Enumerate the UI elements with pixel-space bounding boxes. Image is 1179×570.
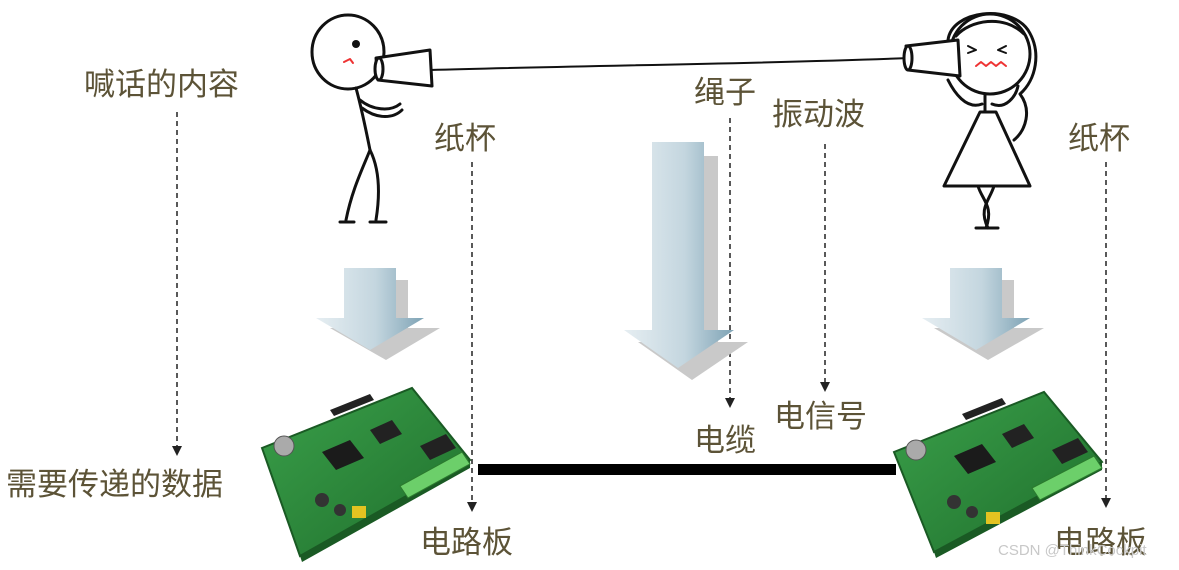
arrowhead-paper-cup-right bbox=[1101, 498, 1111, 508]
pointer-lines bbox=[176, 112, 1107, 502]
label-data-to-transmit: 需要传递的数据 bbox=[6, 467, 223, 503]
arrowhead-spoken-content bbox=[172, 446, 182, 456]
pcb-right-battery bbox=[905, 439, 927, 461]
label-spoken-content: 喊话的内容 bbox=[84, 67, 239, 103]
boy-leg-left bbox=[344, 148, 372, 222]
girl-bangs bbox=[954, 19, 1026, 38]
boy-leg-right bbox=[368, 148, 380, 222]
rope-line bbox=[429, 57, 911, 71]
girl-arm-right bbox=[990, 84, 1020, 107]
boy-torso bbox=[354, 86, 372, 152]
label-circuit-board-right: 电路板 bbox=[1054, 525, 1147, 561]
arrowhead-rope bbox=[725, 398, 735, 408]
girl-eye-right bbox=[997, 45, 1007, 54]
pcb-right-yellow-part bbox=[986, 512, 1000, 524]
boy-arm-back bbox=[360, 106, 404, 118]
boy-cup-rim bbox=[373, 56, 385, 82]
pcb-right-capacitor-1 bbox=[947, 495, 961, 509]
girl-head bbox=[948, 12, 1032, 96]
block-arrow-right-body bbox=[922, 268, 1030, 350]
pcb-left-battery bbox=[273, 435, 295, 457]
cable-line bbox=[478, 464, 896, 475]
block-arrow-right bbox=[922, 268, 1044, 360]
boy-cheek bbox=[343, 58, 354, 64]
arrowhead-paper-cup-left bbox=[467, 502, 477, 512]
pcb-right-header bbox=[962, 398, 1006, 420]
label-electric-signal: 电信号 bbox=[774, 399, 867, 435]
pcb-left-chip-2 bbox=[370, 420, 402, 444]
arrowhead-vibration bbox=[820, 382, 830, 392]
girl-stick-figure bbox=[902, 12, 1038, 230]
circuit-board-right bbox=[892, 390, 1104, 558]
block-arrow-left bbox=[316, 268, 440, 360]
circuit-board-left bbox=[260, 386, 472, 562]
girl-eye-left bbox=[967, 45, 977, 54]
girl-arm-left bbox=[946, 78, 984, 107]
label-cable: 电缆 bbox=[694, 423, 756, 459]
label-circuit-board-left: 电路板 bbox=[420, 525, 513, 561]
block-arrow-center bbox=[624, 142, 748, 380]
boy-arm bbox=[358, 98, 402, 111]
girl-cup-rim bbox=[902, 44, 914, 72]
pcb-left-capacitor-1 bbox=[315, 493, 329, 507]
girl-paper-cup bbox=[904, 38, 962, 78]
boy-head bbox=[310, 13, 386, 91]
pcb-left-terminal-block bbox=[399, 451, 471, 499]
pcb-left-relay bbox=[420, 434, 456, 460]
pcb-left-chip bbox=[322, 440, 364, 470]
pcb-right-chip bbox=[954, 444, 996, 474]
pcb-right-capacitor-2 bbox=[966, 506, 978, 518]
pcb-left-header bbox=[330, 394, 374, 416]
girl-dress bbox=[942, 110, 1032, 188]
boy-eye bbox=[352, 40, 360, 48]
pointer-arrowheads bbox=[172, 382, 1111, 512]
pcb-right-relay bbox=[1052, 438, 1088, 464]
pcb-left-yellow-part bbox=[352, 506, 366, 518]
boy-stick-figure bbox=[310, 13, 434, 224]
pcb-right-chip-2 bbox=[1002, 424, 1034, 448]
block-arrow-center-body bbox=[624, 142, 734, 368]
label-rope: 绳子 bbox=[694, 75, 756, 111]
girl-leg-left bbox=[976, 184, 991, 230]
pcb-right-terminal-block bbox=[1031, 455, 1103, 501]
block-arrow-left-body bbox=[316, 268, 424, 350]
csdn-watermark: CSDN @ThinkCockpit bbox=[998, 542, 1147, 559]
label-paper-cup-right: 纸杯 bbox=[1068, 121, 1130, 157]
label-vibration-wave: 振动波 bbox=[772, 97, 865, 133]
pcb-left-capacitor-2 bbox=[334, 504, 346, 516]
girl-leg-right bbox=[982, 184, 996, 230]
girl-mouth bbox=[975, 61, 1007, 67]
label-paper-cup-left: 纸杯 bbox=[434, 121, 496, 157]
